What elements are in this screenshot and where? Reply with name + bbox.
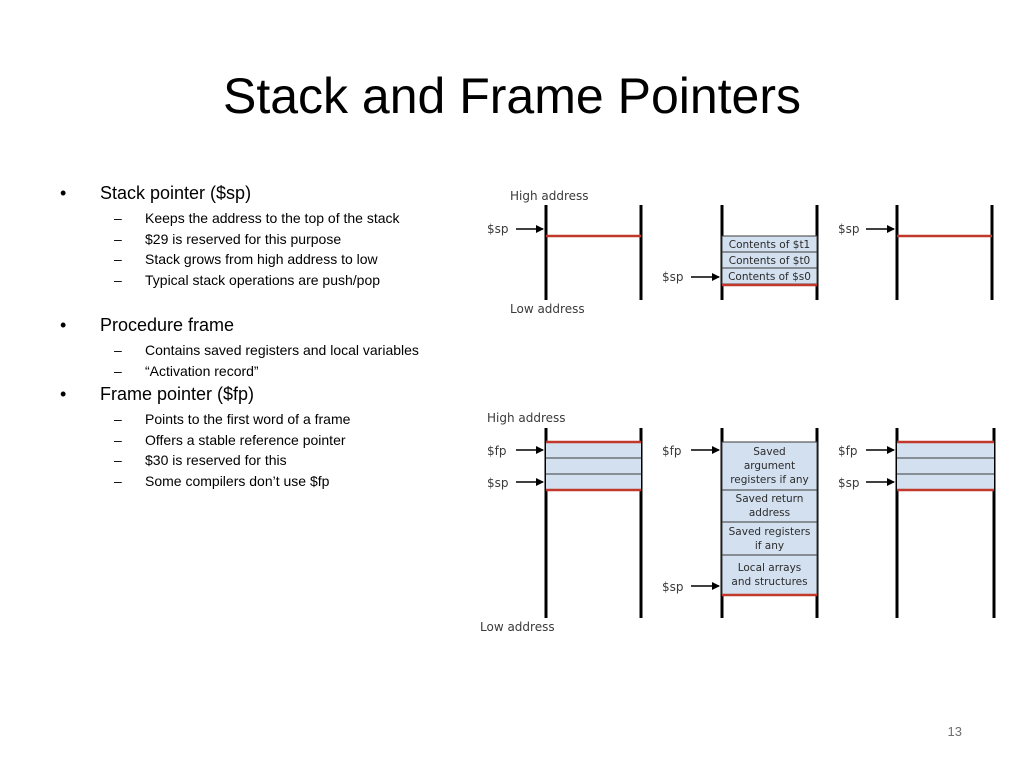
bullet-marker: •: [60, 315, 67, 335]
cell-text: and structures: [731, 576, 807, 588]
cell-text: registers if any: [730, 474, 809, 486]
cell-text: Contents of $s0: [728, 271, 811, 283]
dash-marker: –: [114, 342, 122, 358]
bullet-text: Procedure frame: [100, 315, 235, 335]
sub-bullet-text: $30 is reserved for this: [145, 452, 287, 468]
fp-label: $fp: [838, 444, 857, 458]
sub-bullet: – Offers a stable reference pointer: [56, 430, 476, 451]
stack-pointer-diagram: High address Low address $sp Contents of…: [487, 189, 994, 316]
high-address-label: High address: [510, 189, 589, 203]
bullet-list: • Stack pointer ($sp) – Keeps the address…: [56, 180, 476, 491]
bullet-marker: •: [60, 384, 67, 404]
sub-bullet-text: Some compilers don’t use $fp: [145, 472, 330, 489]
sp-label: $sp: [838, 222, 860, 236]
sub-bullet: – Stack grows from high address to low: [56, 249, 476, 270]
dash-marker: –: [114, 210, 122, 226]
page-number: 13: [947, 724, 962, 739]
sub-bullet: – Points to the first word of a frame: [56, 409, 476, 430]
sub-bullet-list: – Contains saved registers and local vari…: [56, 340, 476, 381]
sub-bullet-text: Keeps the address to the top of the stac…: [145, 210, 400, 226]
frame-region: [897, 442, 994, 490]
sub-bullet: – Some compilers don’t use $fp: [56, 471, 476, 492]
bullet-stack-pointer: • Stack pointer ($sp): [56, 180, 476, 206]
low-address-label: Low address: [480, 620, 555, 634]
fp-label: $fp: [487, 444, 506, 458]
sub-bullet-text: Points to the first word of a frame: [145, 411, 351, 427]
cell-text: address: [749, 507, 790, 519]
dash-marker: –: [114, 452, 122, 468]
dash-marker: –: [114, 251, 122, 267]
sub-bullet: – Typical stack operations are push/pop: [56, 270, 476, 291]
sub-bullet: – Contains saved registers and local vari…: [56, 340, 476, 361]
high-address-label: High address: [487, 411, 566, 425]
sp-label: $sp: [662, 580, 684, 594]
sub-bullet-list: – Keeps the address to the top of the sta…: [56, 208, 476, 290]
dash-marker: –: [114, 230, 122, 247]
sub-bullet-text: Offers a stable reference pointer: [145, 431, 346, 448]
sub-bullet-text: Typical stack operations are push/pop: [145, 271, 381, 288]
bullet-text: Frame pointer ($fp): [100, 384, 255, 404]
dash-marker: –: [114, 472, 122, 489]
dash-marker: –: [114, 271, 122, 288]
cell-text: Saved registers: [729, 526, 811, 538]
sub-bullet: – $30 is reserved for this: [56, 450, 476, 471]
frame-cell: [721, 521, 818, 556]
sub-bullet-text: Stack grows from high address to low: [145, 251, 378, 267]
frame-region: [546, 442, 641, 490]
bullet-text: Stack pointer ($sp): [100, 183, 252, 203]
sub-bullet-list: – Points to the first word of a frame – Of…: [56, 409, 476, 491]
fp-label: $fp: [662, 444, 681, 458]
frame-cell: [721, 489, 818, 523]
dash-marker: –: [114, 362, 122, 379]
sp-label: $sp: [487, 476, 509, 490]
sub-bullet: – $29 is reserved for this purpose: [56, 229, 476, 250]
bullet-marker: •: [60, 183, 67, 203]
cell-text: Local arrays: [738, 562, 802, 574]
cell-text: Saved: [753, 446, 785, 458]
low-address-label: Low address: [510, 302, 585, 316]
dash-marker: –: [114, 411, 122, 427]
cell-text: Contents of $t0: [729, 255, 811, 267]
slide-title: Stack and Frame Pointers: [222, 68, 802, 124]
frame-cell: [721, 554, 818, 596]
bullet-frame-pointer: • Frame pointer ($fp): [56, 381, 476, 407]
sub-bullet-text: “Activation record”: [145, 362, 259, 379]
dash-marker: –: [114, 431, 122, 448]
sub-bullet-text: $29 is reserved for this purpose: [145, 230, 342, 247]
cell-text: Contents of $t1: [729, 239, 811, 251]
sub-bullet-text: Contains saved registers and local varia…: [145, 342, 419, 358]
sp-label: $sp: [662, 270, 684, 284]
sp-label: $sp: [838, 476, 860, 490]
sub-bullet: – “Activation record”: [56, 361, 476, 382]
cell-text: argument: [744, 460, 795, 472]
bullet-procedure-frame: • Procedure frame: [56, 312, 476, 338]
sub-bullet: – Keeps the address to the top of the sta…: [56, 208, 476, 229]
cell-text: Saved return: [736, 493, 804, 505]
cell-text: if any: [755, 540, 784, 552]
frame-pointer-diagram: High address Low address $fp $sp Saved a…: [480, 411, 996, 634]
sp-label: $sp: [487, 222, 509, 236]
